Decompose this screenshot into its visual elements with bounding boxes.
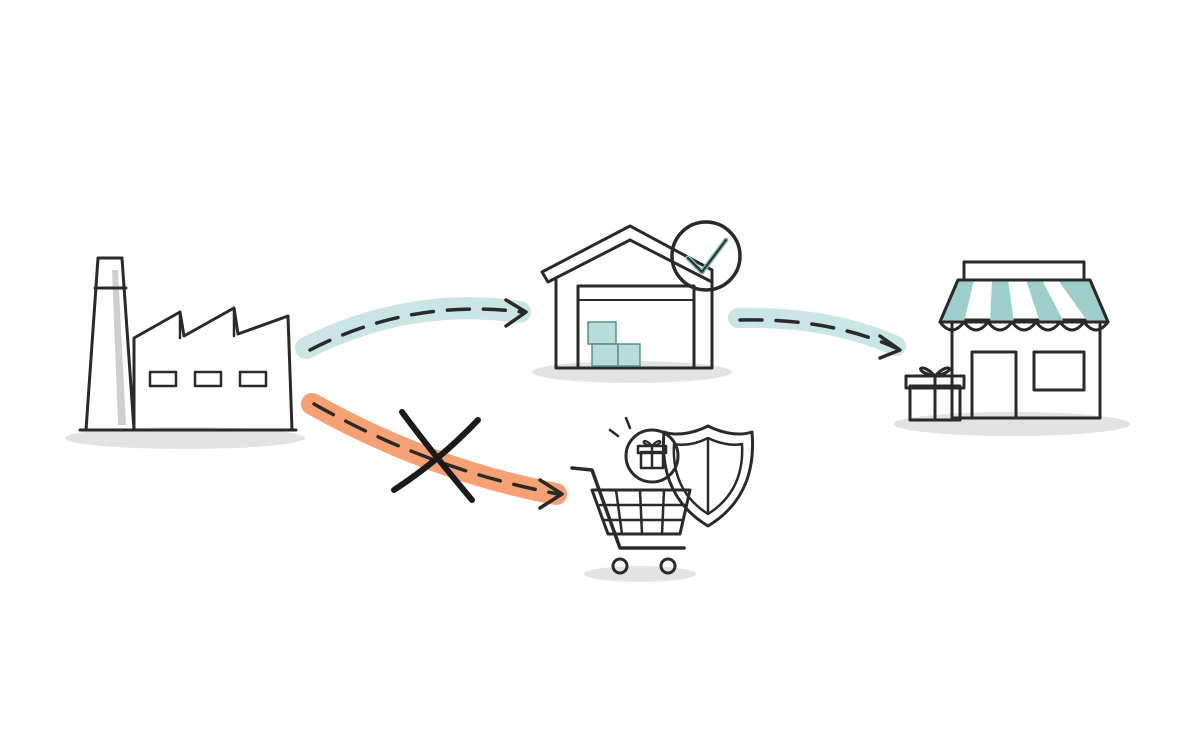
shield-icon (661, 424, 755, 528)
flow-arrow-factory-to-warehouse (295, 297, 531, 359)
storefront-icon (894, 260, 1130, 436)
checkmark-badge-icon (670, 220, 742, 292)
warehouse-icon (532, 224, 732, 383)
shopping-cart-icon (570, 466, 696, 582)
x-mark-icon (391, 409, 481, 503)
flow-arrow-warehouse-to-store (728, 307, 906, 360)
gift-box-icon (904, 366, 966, 422)
factory-icon (65, 256, 305, 449)
